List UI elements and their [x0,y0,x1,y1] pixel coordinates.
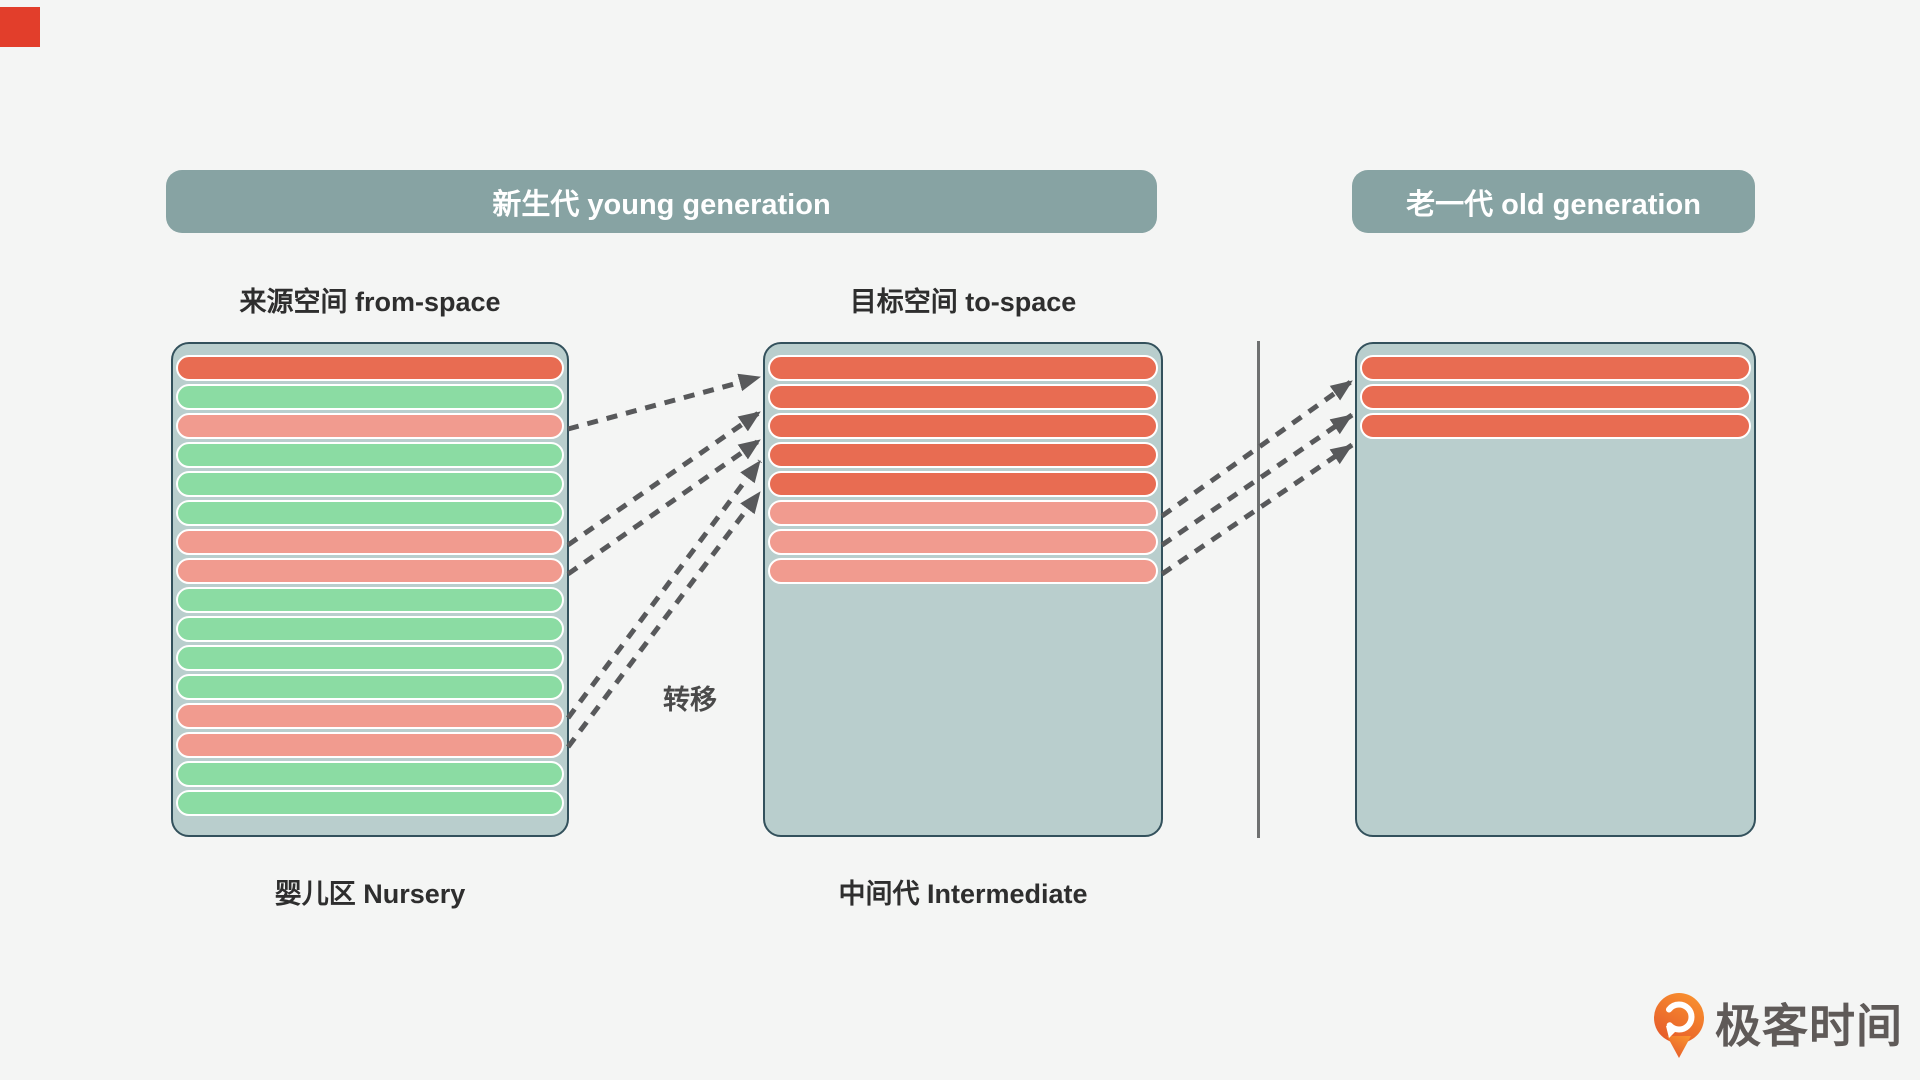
transfer-arrow [566,437,762,577]
memory-block-red [1360,355,1751,381]
young-generation-header-label: 新生代 young generation [492,188,831,221]
memory-block-green [176,790,564,816]
memory-block-red [1360,413,1751,439]
memory-block-red [768,384,1158,410]
intermediate-label: 中间代 Intermediate [838,879,1088,909]
memory-block-green [176,616,564,642]
nursery-label: 婴儿区 Nursery [274,879,466,909]
transfer-label: 转移 [663,685,717,715]
memory-block-red [768,471,1158,497]
memory-block-green [176,761,564,787]
memory-block-green [176,384,564,410]
memory-block-red [1360,384,1751,410]
geektime-logo: 极客时间 [1652,992,1903,1060]
memory-block-salmon [768,558,1158,584]
old-generation-header: 老一代 old generation [1352,170,1755,233]
red-corner-marker [0,7,40,47]
geektime-logo-icon [1654,993,1704,1058]
transfer-arrow [566,409,762,548]
memory-block-salmon [176,732,564,758]
geektime-logo-text: 极客时间 [1715,1000,1903,1052]
from-space-label: 来源空间 from-space [239,287,501,317]
young-generation-header: 新生代 young generation [166,170,1157,233]
memory-block-green [176,442,564,468]
memory-block-green [176,500,564,526]
memory-block-green [176,645,564,671]
old-generation-header-label: 老一代 old generation [1406,188,1701,221]
memory-block-red [176,355,564,381]
memory-block-green [176,471,564,497]
memory-block-red [768,442,1158,468]
memory-block-salmon [768,529,1158,555]
from-space-box [171,342,569,837]
generation-divider-line [1257,341,1260,838]
memory-block-green [176,587,564,613]
memory-block-salmon [176,529,564,555]
memory-block-salmon [176,558,564,584]
to-space-box [763,342,1163,837]
memory-block-salmon [176,413,564,439]
to-space-label: 目标空间 to-space [849,287,1077,317]
memory-block-salmon [176,703,564,729]
old-generation-box [1355,342,1756,837]
memory-block-red [768,355,1158,381]
memory-block-salmon [768,500,1158,526]
transfer-arrow [567,373,761,432]
memory-block-red [768,413,1158,439]
memory-block-green [176,674,564,700]
